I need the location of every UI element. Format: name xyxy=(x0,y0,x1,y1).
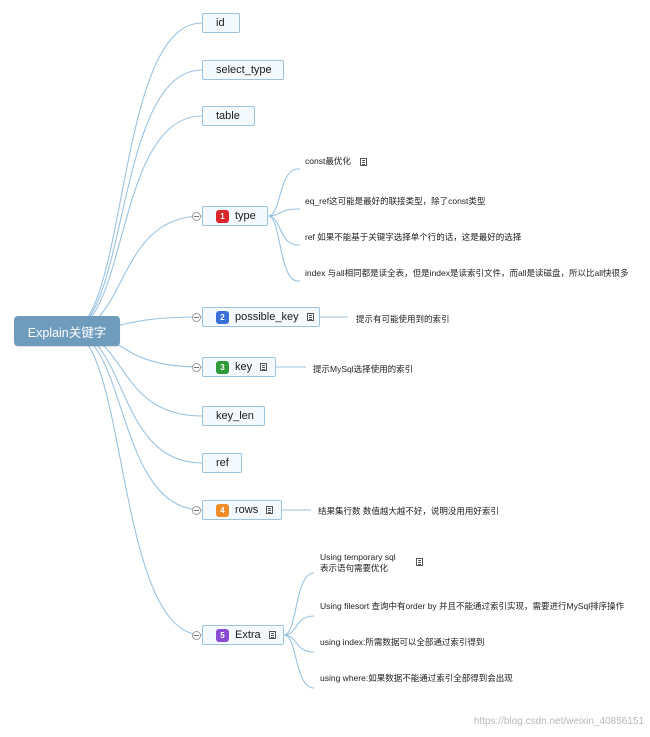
edge-root-n9 xyxy=(67,330,203,636)
edge-root-n3 xyxy=(67,215,203,332)
field-label: ref xyxy=(216,457,229,469)
leaf-extra-filesort[interactable]: Using filesort 查询中有order by 并且不能通过索引实现，需… xyxy=(320,601,625,611)
note-icon[interactable] xyxy=(359,157,367,166)
edge-type-child-1 xyxy=(267,208,299,217)
edge-root-n0 xyxy=(67,22,203,332)
collapse-icon[interactable] xyxy=(192,506,201,515)
leaf-type-const[interactable]: const最优化 xyxy=(305,156,367,167)
edge-extra-child-0 xyxy=(283,572,315,636)
edge-type-child-0 xyxy=(267,168,299,217)
edge-extra-child-1 xyxy=(283,615,315,636)
field-node-ref[interactable]: ref xyxy=(202,453,242,473)
edge-root-n7 xyxy=(67,330,203,464)
field-label: rows xyxy=(235,504,259,516)
field-node-type[interactable]: 1 type xyxy=(202,206,268,226)
field-label: type xyxy=(235,210,256,222)
priority-1-icon: 1 xyxy=(216,209,229,223)
field-label: table xyxy=(216,110,240,122)
root-label: Explain关键字 xyxy=(27,325,107,340)
collapse-icon[interactable] xyxy=(192,363,201,372)
field-node-id[interactable]: id xyxy=(202,13,240,33)
field-node-key[interactable]: 3 key xyxy=(202,357,276,377)
edge-root-n2 xyxy=(67,115,203,332)
edge-type-child-3 xyxy=(267,215,299,282)
leaf-type-index[interactable]: index 与all相同都是读全表，但是index是读索引文件，而all是读磁盘… xyxy=(305,268,629,278)
edge-extra-child-3 xyxy=(283,634,315,689)
leaf-possible-key[interactable]: 提示有可能使用到的索引 xyxy=(356,314,450,324)
leaf-type-ref[interactable]: ref 如果不能基于关键字选择单个行的话，这是最好的选择 xyxy=(305,232,522,242)
priority-3-icon: 3 xyxy=(216,360,229,374)
field-node-possible-key[interactable]: 2 possible_key xyxy=(202,307,320,327)
note-icon[interactable] xyxy=(260,363,268,371)
field-label: possible_key xyxy=(235,311,299,323)
field-label: id xyxy=(216,17,225,29)
field-node-key-len[interactable]: key_len xyxy=(202,406,265,426)
field-node-extra[interactable]: 5 Extra xyxy=(202,625,284,645)
field-node-select-type[interactable]: select_type xyxy=(202,60,284,80)
leaf-extra-temporary[interactable]: Using temporary sql 表示语句需要优化 xyxy=(320,552,423,574)
note-icon[interactable] xyxy=(306,313,314,321)
leaf-rows[interactable]: 结果集行数 数值越大越不好，说明没用用好索引 xyxy=(318,506,499,516)
field-label: Extra xyxy=(235,629,261,641)
field-label: select_type xyxy=(216,64,272,76)
field-label: key xyxy=(235,361,253,373)
field-label: key_len xyxy=(216,410,254,422)
note-icon[interactable] xyxy=(266,506,274,514)
collapse-icon[interactable] xyxy=(192,212,201,221)
leaf-key[interactable]: 提示MySql选择使用的索引 xyxy=(313,364,414,374)
edge-root-n8 xyxy=(67,330,203,511)
note-icon[interactable] xyxy=(268,631,276,639)
edge-type-child-2 xyxy=(267,215,299,246)
priority-5-icon: 5 xyxy=(216,628,229,642)
priority-2-icon: 2 xyxy=(216,310,229,324)
leaf-extra-index[interactable]: using index:所需数据可以全部通过索引得到 xyxy=(320,637,485,647)
leaf-type-eq-ref[interactable]: eq_ref这可能是最好的联接类型，除了const类型 xyxy=(305,196,486,206)
field-node-table[interactable]: table xyxy=(202,106,255,126)
note-icon[interactable] xyxy=(415,558,423,566)
field-node-rows[interactable]: 4 rows xyxy=(202,500,282,520)
edge-root-n1 xyxy=(67,69,203,332)
priority-4-icon: 4 xyxy=(216,503,229,517)
root-node[interactable]: Explain关键字 xyxy=(14,316,120,346)
leaf-extra-where[interactable]: using where:如果数据不能通过索引全部得到会出现 xyxy=(320,673,513,683)
watermark: https://blog.csdn.net/weixin_40856151 xyxy=(473,716,644,727)
collapse-icon[interactable] xyxy=(192,313,201,322)
collapse-icon[interactable] xyxy=(192,631,201,640)
